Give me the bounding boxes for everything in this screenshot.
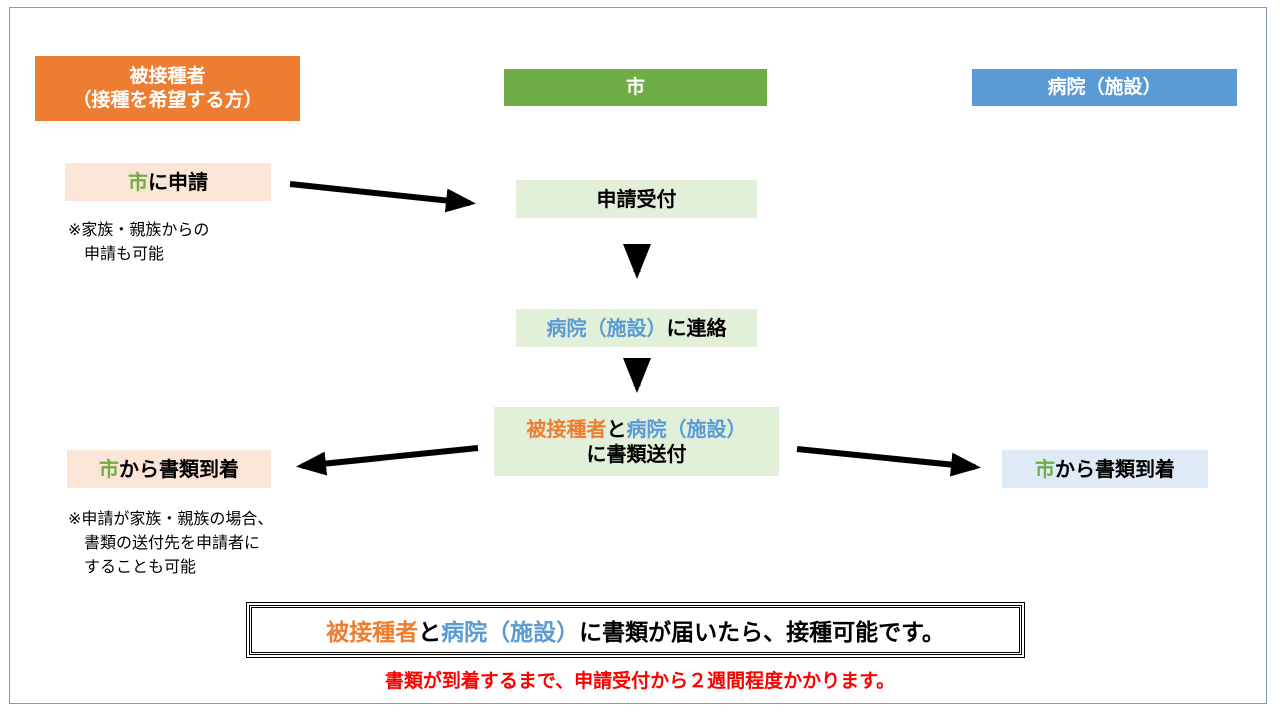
arrive-right-city-word: 市: [1035, 456, 1055, 481]
step-arrive-hospital: 市から書類到着: [1002, 450, 1208, 488]
banner-applicant-word: 被接種者: [326, 620, 419, 646]
header-hospital-label: 病院（施設）: [1047, 75, 1162, 98]
contact-hospital-word: 病院（施設）: [546, 315, 667, 340]
header-applicant: 被接種者 （接種を希望する方）: [35, 56, 300, 121]
arrow-apply-to-receive: [289, 181, 476, 213]
header-city-label: 市: [625, 75, 645, 98]
arrive-left-rest: から書類到着: [119, 456, 239, 481]
contact-rest: に連絡: [666, 315, 727, 340]
step-arrive-applicant: 市から書類到着: [67, 450, 271, 488]
send-applicant-word: 被接種者: [526, 416, 607, 441]
header-hospital: 病院（施設）: [972, 69, 1237, 106]
conclusion-banner: 被接種者と病院（施設）に書類が届いたら、接種可能です。: [246, 602, 1025, 658]
header-city: 市: [504, 69, 767, 106]
arrive-left-city-word: 市: [99, 456, 119, 481]
footer-notice: 書類が到着するまで、申請受付から２週間程度かかります。: [384, 670, 896, 692]
step-send-documents: 被接種者と病院（施設） に書類送付: [494, 407, 779, 476]
apply-note: ※家族・親族からの 申請も可能: [68, 220, 210, 263]
header-applicant-line2: （接種を希望する方）: [72, 88, 263, 111]
banner-and: と: [418, 620, 442, 646]
arrive-right-rest: から書類到着: [1055, 456, 1175, 481]
step-contact-hospital: 病院（施設）に連絡: [516, 309, 757, 347]
banner-rest: に書類が届いたら、接種可能です。: [579, 620, 945, 646]
arrow-send-to-hospital: [796, 446, 981, 477]
arrive-note: ※申請が家族・親族の場合、 書類の送付先を申請者に することも可能: [68, 509, 274, 576]
receive-label: 申請受付: [596, 186, 677, 211]
apply-city-word: 市: [128, 169, 148, 194]
step-receive: 申請受付: [516, 180, 757, 218]
diagram-frame: [9, 7, 1267, 704]
arrow-send-to-applicant: [296, 445, 479, 476]
banner-hospital-word: 病院（施設）: [441, 620, 580, 646]
send-line2: に書類送付: [586, 441, 687, 466]
header-applicant-line1: 被接種者: [129, 64, 206, 87]
send-hospital-word: 病院（施設）: [626, 416, 747, 441]
step-apply-city: 市に申請: [65, 163, 271, 201]
apply-rest: に申請: [148, 169, 208, 194]
send-and: と: [606, 416, 627, 441]
send-line1: 被接種者と病院（施設）: [527, 417, 747, 442]
